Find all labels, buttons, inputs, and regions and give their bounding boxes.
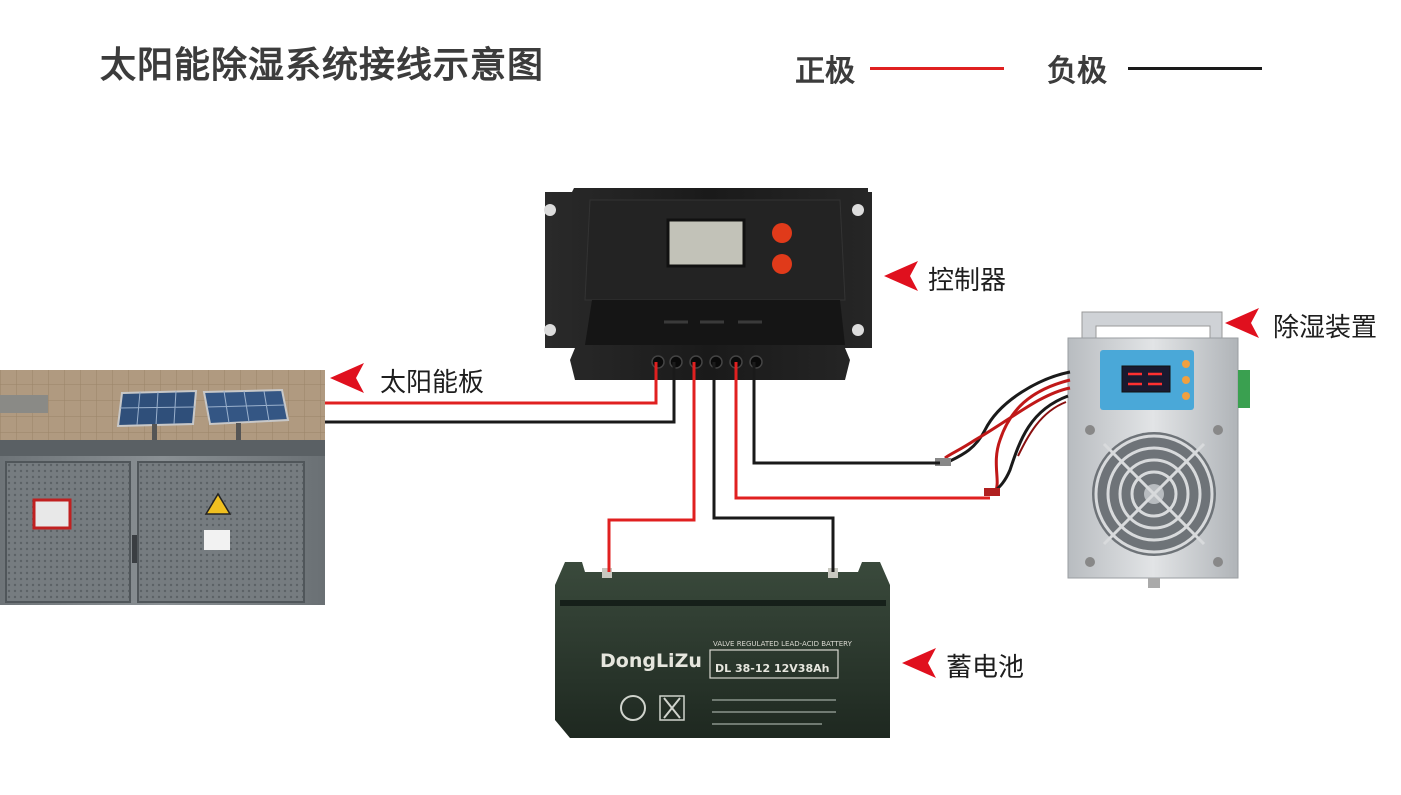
legend-negative-line bbox=[1128, 67, 1262, 70]
arrow-solar-panel bbox=[330, 363, 364, 393]
legend-positive-label: 正极 bbox=[795, 54, 855, 89]
label-battery: 蓄电池 bbox=[946, 653, 1025, 683]
battery-type: VALVE REGULATED LEAD-ACID BATTERY bbox=[713, 640, 853, 648]
callout-arrows bbox=[330, 261, 1259, 678]
battery-brand: DongLiZu bbox=[600, 650, 702, 672]
dehumidifier-photo bbox=[935, 311, 1250, 588]
wire-battery-positive bbox=[607, 362, 696, 572]
wire-battery-negative bbox=[712, 362, 835, 572]
wiring bbox=[325, 362, 990, 572]
battery-model: DL 38-12 12V38Ah bbox=[715, 662, 829, 675]
legend-negative-label: 负极 bbox=[1047, 54, 1107, 89]
clip-positive bbox=[984, 488, 1000, 496]
clip-negative bbox=[935, 458, 951, 466]
wire-solar-positive bbox=[325, 362, 658, 405]
controller-button-2 bbox=[772, 254, 792, 274]
solar-panel-photo bbox=[0, 370, 325, 605]
label-controller: 控制器 bbox=[928, 266, 1007, 296]
wire-load-positive bbox=[734, 362, 990, 500]
arrow-battery bbox=[902, 648, 936, 678]
wire-solar-negative bbox=[325, 362, 676, 424]
arrow-controller bbox=[884, 261, 918, 291]
diagram-title: 太阳能除湿系统接线示意图 bbox=[100, 45, 545, 86]
label-solar-panel: 太阳能板 bbox=[380, 368, 485, 398]
controller-photo bbox=[544, 188, 872, 380]
wire-load-negative bbox=[752, 362, 940, 465]
battery-photo: DongLiZu VALVE REGULATED LEAD-ACID BATTE… bbox=[555, 562, 890, 738]
label-dehumidifier: 除湿装置 bbox=[1273, 313, 1378, 343]
legend-positive-line bbox=[870, 67, 1004, 70]
arrow-dehumidifier bbox=[1225, 308, 1259, 338]
controller-lcd bbox=[666, 218, 746, 268]
controller-button-1 bbox=[772, 223, 792, 243]
